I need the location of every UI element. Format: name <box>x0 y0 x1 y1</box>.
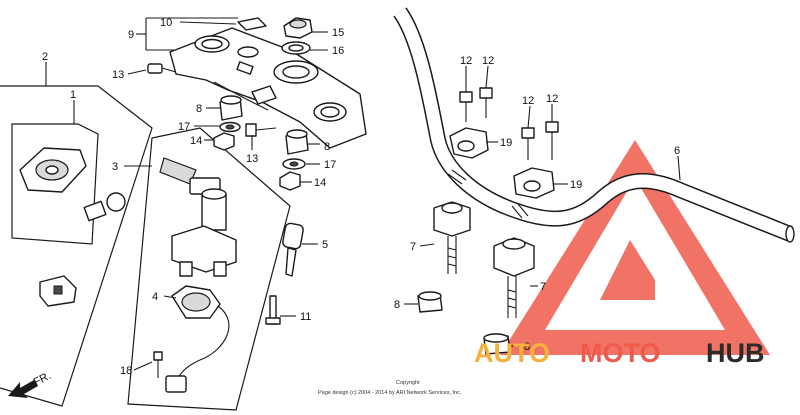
bolt-13-lower <box>245 123 277 137</box>
screw-11 <box>265 295 281 325</box>
leader-lines <box>45 17 681 371</box>
ignition-frame-3 <box>127 127 291 411</box>
nut-14-left <box>213 132 235 151</box>
watermark-moto: MOTO <box>580 338 661 368</box>
callout-19-b: 19 <box>570 179 582 191</box>
callout-14-right: 14 <box>314 177 326 189</box>
callout-9: 9 <box>128 29 134 41</box>
holder-cap-19-a <box>449 127 489 159</box>
rubber-8-lower-a <box>417 291 443 313</box>
seat-lock-cylinder <box>83 192 126 222</box>
stem-nut <box>283 17 313 39</box>
rubber-8-lower-b <box>483 333 511 355</box>
callout-7-b: 7 <box>540 281 546 293</box>
top-bridge <box>169 27 367 149</box>
callout-8-upper-left: 8 <box>196 103 202 115</box>
ignition-switch <box>159 157 237 277</box>
callout-12-b: 12 <box>482 55 494 67</box>
watermark-triangle-inner <box>600 240 655 300</box>
front-direction-arrow <box>8 380 38 398</box>
lock-set-frame-1 <box>11 123 99 245</box>
callout-6: 6 <box>674 145 680 157</box>
collar-17-left <box>219 121 241 133</box>
callout-19-a: 19 <box>500 137 512 149</box>
callout-8-lower-a: 8 <box>394 299 400 311</box>
callout-8-lower-b: 8 <box>524 341 530 353</box>
bolt-12-d <box>545 121 559 160</box>
callout-12-a: 12 <box>460 55 472 67</box>
callout-4: 4 <box>152 291 158 303</box>
bolt-12-c <box>521 127 535 160</box>
watermark-hub: HUB <box>706 338 765 368</box>
callout-16: 16 <box>332 45 344 57</box>
callout-18: 18 <box>120 365 132 377</box>
rubber-8-right <box>285 129 309 155</box>
plate-10 <box>237 17 267 31</box>
nut-14-right <box>279 171 301 191</box>
holder-cap-19-b <box>513 167 555 199</box>
callout-15: 15 <box>332 27 344 39</box>
callout-17-left: 17 <box>178 121 190 133</box>
assembly-frame-2 <box>0 85 153 407</box>
callout-2: 2 <box>42 51 48 63</box>
callout-numbers: 10 9 15 16 13 2 1 8 17 14 13 8 17 14 3 5… <box>42 17 680 377</box>
key-5 <box>282 222 304 277</box>
callout-14-left: 14 <box>190 135 202 147</box>
screw-18 <box>153 351 163 378</box>
lower-holder-7-a <box>433 201 471 274</box>
callout-10: 10 <box>160 17 172 29</box>
rubber-8-left <box>219 95 243 121</box>
collar-17-right <box>282 158 306 170</box>
callout-7-a: 7 <box>410 241 416 253</box>
automotohub-watermark <box>500 140 770 355</box>
lock-bracket <box>39 275 77 307</box>
watermark-text: AUTO MOTO HUB <box>474 338 765 368</box>
front-direction-label: FR. <box>32 370 53 389</box>
callout-11: 11 <box>300 311 311 323</box>
callout-3: 3 <box>112 161 118 173</box>
callout-12-d: 12 <box>546 93 558 105</box>
lower-holder-7-b <box>493 237 535 318</box>
callout-12-c: 12 <box>522 95 534 107</box>
fuel-cap-lock <box>19 147 87 193</box>
watermark-auto: AUTO <box>474 338 550 368</box>
copyright-title: Copyright <box>396 380 420 386</box>
callout-17-right: 17 <box>324 159 336 171</box>
stem-washer <box>281 41 311 55</box>
bolt-12-b <box>479 87 493 118</box>
callout-13-lower: 13 <box>246 153 258 165</box>
switch-body-4 <box>165 285 230 393</box>
copyright-text: Page design (c) 2004 - 2014 by ARI Netwo… <box>318 390 462 396</box>
handlebar-6 <box>393 7 795 243</box>
bolt-13-upper <box>147 63 177 74</box>
bolt-12-a <box>459 91 473 122</box>
callout-13-upper: 13 <box>112 69 124 81</box>
callout-5: 5 <box>322 239 328 251</box>
callout-1: 1 <box>70 89 76 101</box>
callout-8-upper-right: 8 <box>324 141 330 153</box>
watermark-triangle <box>500 140 770 355</box>
